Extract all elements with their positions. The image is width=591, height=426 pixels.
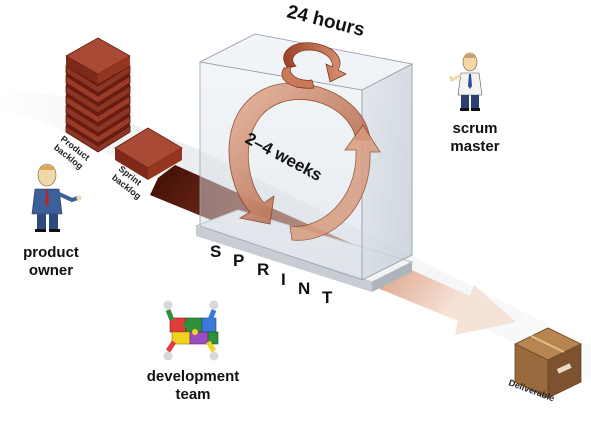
scrum-master-figure	[448, 52, 483, 111]
development-team-figure	[163, 300, 219, 361]
product-backlog-stack	[65, 37, 131, 153]
businessman-icon	[31, 163, 82, 232]
product-owner-label-line2: owner	[29, 262, 73, 279]
scrum-master-label-line2: master	[450, 138, 499, 155]
cardboard-box-icon	[514, 327, 582, 399]
dev-team-label-line2: team	[175, 386, 210, 403]
puzzle-team-icon	[163, 300, 219, 361]
sprint-letter: I	[281, 270, 286, 289]
businessman-icon	[448, 52, 483, 111]
dev-team-label-line1: development	[147, 368, 240, 385]
daily-cycle-loop	[281, 42, 347, 89]
sprint-backlog-block	[114, 127, 183, 180]
daily-cycle-label: 24 hours	[285, 1, 367, 41]
sprint-letter: P	[233, 251, 244, 270]
sprint-letter: S	[210, 242, 221, 261]
sprint-letter: R	[257, 260, 269, 279]
sprint-title-letters: S P R I N T	[210, 242, 333, 307]
product-owner-figure	[31, 163, 82, 232]
sprint-letter: T	[322, 288, 333, 307]
scrum-master-label-line1: scrum	[452, 120, 497, 137]
deliverable-box	[514, 327, 582, 399]
sprint-letter: N	[298, 279, 310, 298]
product-owner-label-line1: product	[23, 244, 79, 261]
